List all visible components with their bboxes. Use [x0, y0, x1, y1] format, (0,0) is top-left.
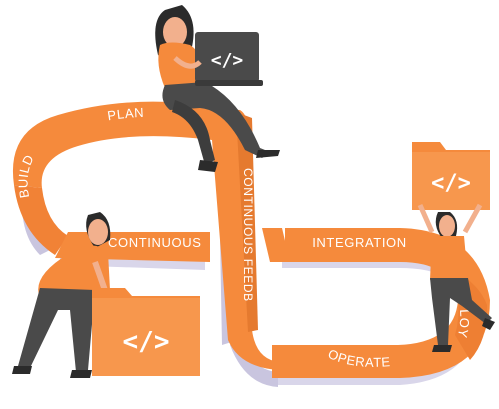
laptop-code-symbol: </> — [211, 50, 244, 71]
person-left-standing: </> — [12, 212, 200, 378]
person-top-sitting: </> — [155, 5, 280, 172]
folder-left-code-symbol: </> — [123, 327, 170, 357]
person-right-standing: </> — [412, 142, 495, 352]
code-folder-icon-right: </> — [412, 142, 490, 210]
stage-label-plan: PLAN — [106, 105, 144, 124]
code-folder-icon-left: </> — [92, 288, 200, 376]
laptop-icon: </> — [195, 32, 263, 86]
stage-label-continuous: CONTINUOUS — [108, 235, 201, 250]
folder-right-code-symbol: </> — [431, 171, 471, 196]
stage-label-integration: INTEGRATION — [312, 235, 407, 250]
